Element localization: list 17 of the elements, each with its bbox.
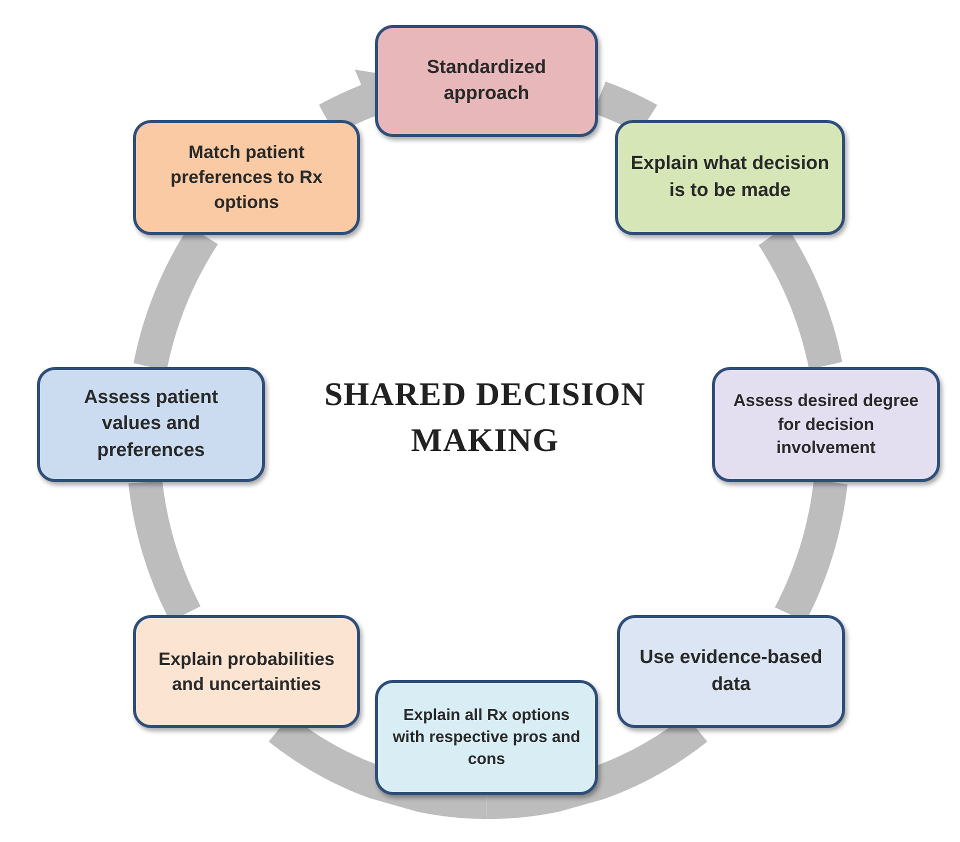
- step-text: Assess desired degree for decision involvement: [732, 390, 920, 460]
- step-box: [37, 367, 265, 482]
- step-text: Standardized approach: [426, 56, 548, 106]
- step-text: Explain probabilities and uncertainties: [157, 648, 336, 696]
- step-text: Assess patient values and preferences: [82, 386, 220, 463]
- step-text: Explain what decision is to be made: [630, 152, 830, 202]
- step-text: Explain all Rx options with respective pros and cons: [392, 706, 582, 770]
- step-box: [617, 615, 845, 728]
- step-text: Use evidence-based data: [638, 646, 824, 696]
- step-box: [133, 120, 360, 235]
- step-box: [375, 680, 598, 795]
- step-box: [375, 25, 598, 137]
- step-box: [615, 120, 845, 235]
- step-box: [712, 367, 940, 482]
- step-box: [133, 615, 360, 728]
- step-text: Match patient preferences to Rx options: [169, 141, 324, 214]
- diagram-title: SHARED DECISION MAKING: [323, 376, 647, 461]
